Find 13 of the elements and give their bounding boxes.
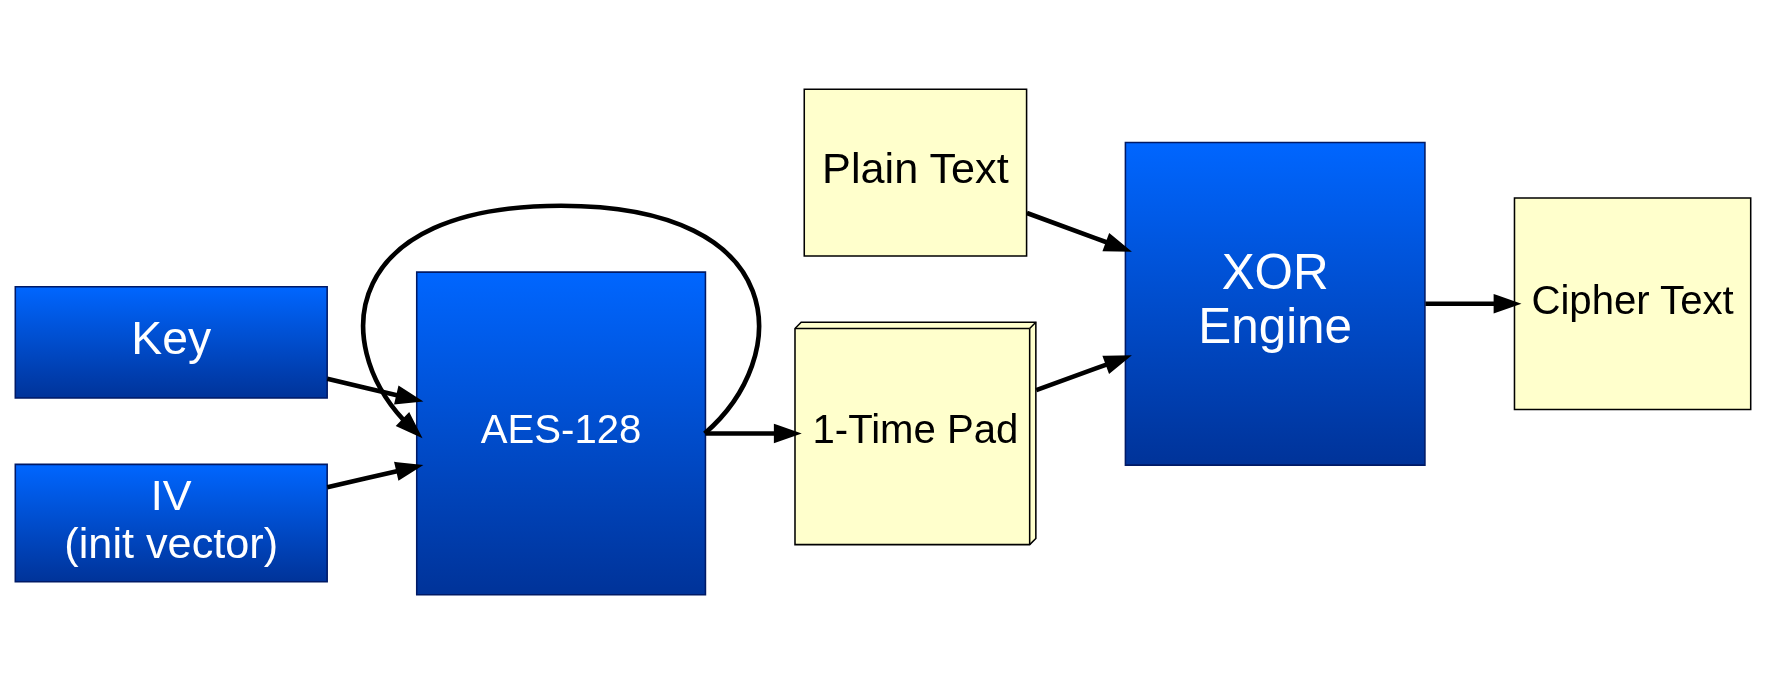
- arrow: [326, 376, 424, 404]
- node-box: IV (init vector): [14, 463, 328, 582]
- node-box: XOR Engine: [1124, 141, 1426, 466]
- arrow: [360, 202, 761, 438]
- arrow: [1035, 354, 1132, 392]
- node-box: Key: [14, 285, 328, 399]
- node-box: AES-128: [415, 270, 707, 596]
- arrow: [705, 423, 802, 443]
- node-box: Plain Text: [803, 87, 1028, 257]
- arrow: [1026, 210, 1132, 252]
- arrow: [1425, 293, 1522, 314]
- node-box: Cipher Text: [1513, 196, 1752, 410]
- arrow: [326, 461, 424, 489]
